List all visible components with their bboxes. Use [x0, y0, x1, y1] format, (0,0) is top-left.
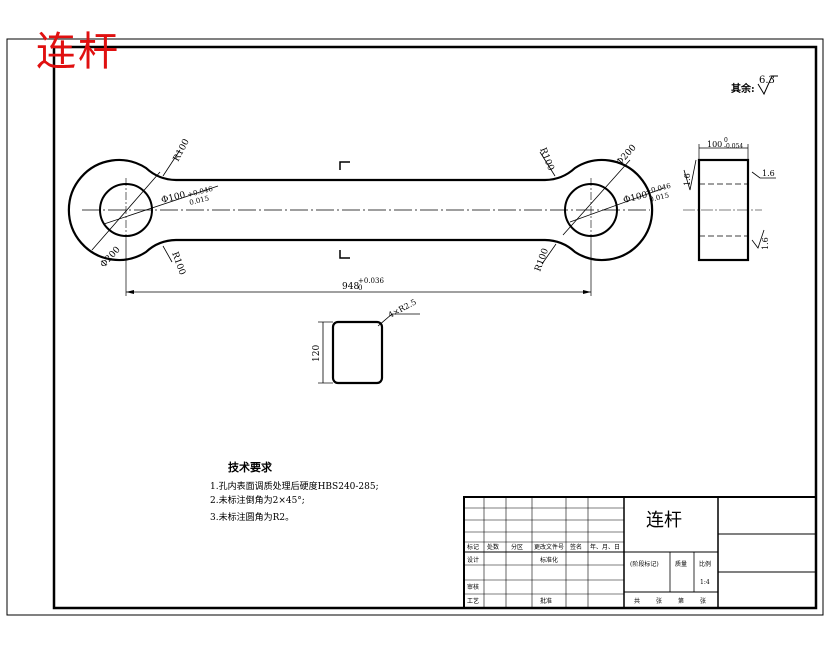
drawing-label: 连杆 [36, 29, 120, 75]
left-top-radius-leader [162, 149, 181, 177]
title-block-part-name: 连杆 [646, 510, 682, 531]
surface-note-prefix: 其余: [731, 82, 755, 95]
header-label-change-doc: 更改文件号 [534, 543, 564, 551]
side-width-tol-upper: 0 [724, 137, 728, 144]
radius-right-bottom: R100 [533, 247, 551, 273]
title-block [463, 496, 817, 609]
row-label-design: 设计 [467, 556, 479, 564]
sheet-info-no: 第 [678, 597, 684, 605]
tech-req-item-1: 1.孔内表面调质处理后硬度HBS240-285; [210, 480, 379, 492]
roughness-left-icon [683, 159, 697, 191]
section-mark-bottom [339, 250, 350, 259]
right-outer-diameter: Φ200 [615, 143, 639, 168]
center-distance-tol-lower: 0 [358, 284, 362, 292]
header-label-date: 年、月、日 [590, 543, 620, 551]
tech-req-item-2: 2.未标注倒角为2×45°; [210, 494, 305, 506]
roughness-symbol-icon [757, 75, 778, 96]
section-outline [331, 320, 384, 385]
center-distance-tol-upper: +0.036 [358, 277, 384, 285]
row-label-review: 审核 [467, 583, 479, 591]
weight-label: 质量 [675, 560, 687, 568]
header-label-signature: 签名 [570, 543, 582, 551]
side-width-tol-lower: -0.054 [724, 143, 743, 150]
header-label-zone: 分区 [511, 543, 523, 551]
center-distance-value: 948 [342, 282, 359, 292]
tech-req-title: 技术要求 [228, 460, 273, 474]
row-label-standardize: 标准化 [540, 556, 558, 564]
right-top-radius-leader [539, 151, 556, 177]
section-view [318, 313, 420, 385]
rod-outline [67, 158, 654, 262]
technical-requirements: 技术要求 1.孔内表面调质处理后硬度HBS240-285; 2.未标注倒角为2×… [210, 460, 379, 523]
radius-left-top: R100 [172, 137, 192, 163]
rod-front-view [67, 149, 665, 296]
tech-req-item-3: 3.未标注圆角为R2。 [210, 511, 294, 523]
radius-right-top: R100 [537, 146, 555, 172]
row-label-approve: 批准 [540, 597, 552, 605]
scale-value: 1:4 [700, 579, 710, 586]
chamfer-leader [377, 313, 393, 327]
sheet-info-sheets: 张 [656, 597, 662, 605]
section-mark-top [339, 161, 350, 170]
right-bore-leader [569, 187, 665, 223]
section-chamfer: 4×R2.5 [387, 297, 418, 319]
radius-left-bottom: R100 [169, 251, 187, 277]
roughness-right-bottom-value: 1.6 [761, 237, 770, 250]
row-label-process: 工艺 [467, 597, 479, 605]
left-outer-dia-leader [91, 171, 161, 251]
header-label-mark: 标记 [467, 543, 479, 551]
surface-note-value: 6.3 [759, 75, 775, 86]
right-bottom-radius-leader [541, 243, 557, 265]
surface-roughness-note: 其余: 6.3 [731, 75, 778, 96]
scale-label: 比例 [699, 560, 711, 568]
left-bore-leader [103, 185, 219, 225]
roughness-right-top-icon [751, 171, 776, 179]
roughness-left-value: 1.6 [683, 173, 692, 186]
inner-frame [52, 45, 818, 610]
side-view [683, 144, 776, 262]
sheet-info-sheet: 张 [700, 597, 706, 605]
outer-border [6, 38, 824, 616]
roughness-right-bottom-icon [751, 229, 765, 249]
left-bottom-radius-leader [162, 245, 173, 263]
left-bore-diameter: Φ100 [160, 190, 187, 206]
side-width-value: 100 [707, 140, 722, 149]
section-height: 120 [312, 345, 322, 362]
sheet-info-total: 共 [634, 597, 640, 605]
header-label-count: 处数 [487, 543, 499, 551]
right-outer-dia-leader [562, 159, 631, 236]
stage-label: (阶段标记) [630, 560, 659, 568]
roughness-right-top-value: 1.6 [762, 169, 775, 178]
